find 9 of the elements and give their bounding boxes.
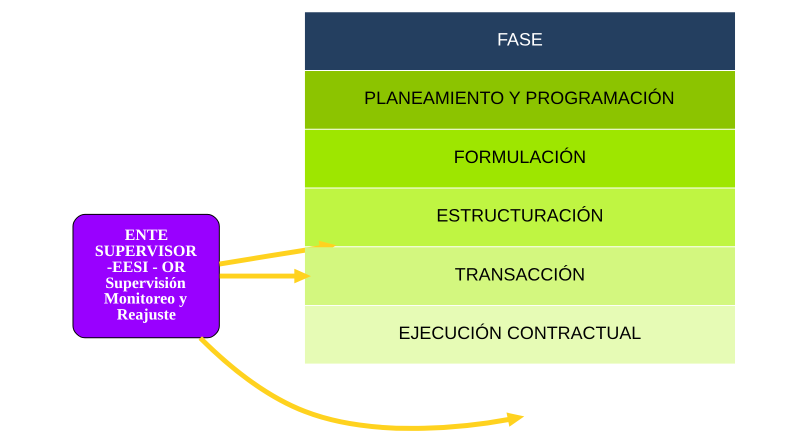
node-box: ESTRUCTURACIÓN xyxy=(304,188,736,246)
node-box: EJECUCIÓN CONTRACTUAL xyxy=(304,306,736,364)
node-box: FASE xyxy=(304,12,736,70)
arrow xyxy=(198,336,524,431)
node-box: PLANEAMIENTO Y PROGRAMACIÓN xyxy=(304,71,736,129)
node-box: FORMULACIÓN xyxy=(304,130,736,188)
arrow xyxy=(220,268,311,284)
node-box: TRANSACCIÓN xyxy=(304,247,736,305)
node-box: ENTE SUPERVISOR -EESI - OR Supervisión Monitoreo y Reajuste xyxy=(72,214,220,338)
